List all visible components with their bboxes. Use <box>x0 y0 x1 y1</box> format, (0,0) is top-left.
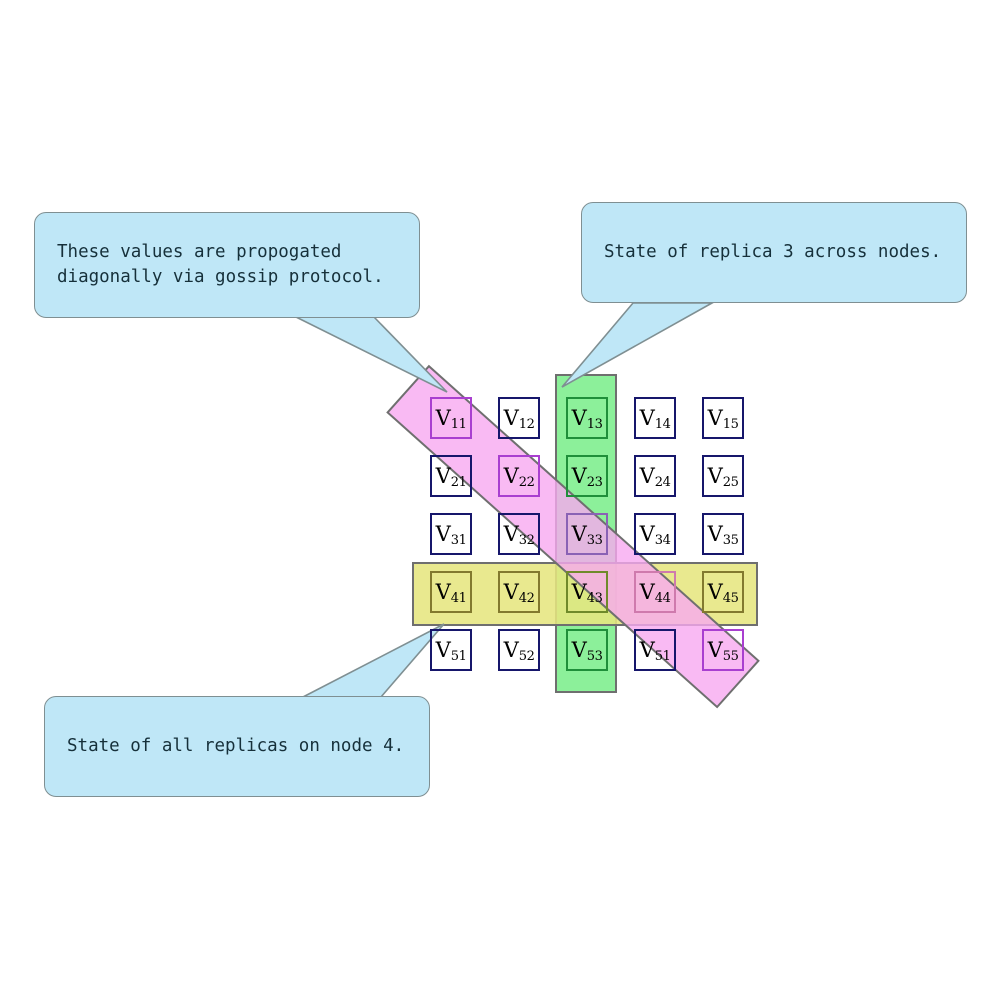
cell-v12[interactable]: V12 <box>498 397 540 439</box>
cell-v41[interactable]: V41 <box>430 571 472 613</box>
cell-v54[interactable]: V51 <box>634 629 676 671</box>
cell-v25[interactable]: V25 <box>702 455 744 497</box>
cell-v51[interactable]: V51 <box>430 629 472 671</box>
cell-v35[interactable]: V35 <box>702 513 744 555</box>
cell-label-v12: V12 <box>503 405 535 432</box>
cell-label-v35: V35 <box>707 521 739 548</box>
cell-v42[interactable]: V42 <box>498 571 540 613</box>
cell-label-v55: V55 <box>707 637 739 664</box>
callout-replica-3[interactable]: State of replica 3 across nodes. <box>581 202 967 303</box>
cell-label-v11: V11 <box>435 405 467 432</box>
replica-callout-tail <box>561 302 716 388</box>
cell-label-v51: V51 <box>435 637 467 664</box>
cell-v33[interactable]: V33 <box>566 513 608 555</box>
cell-label-v34: V34 <box>639 521 671 548</box>
callout-gossip-text: These values are propogated diagonally v… <box>57 242 384 287</box>
cell-label-v44: V44 <box>639 579 671 606</box>
cell-v43[interactable]: V43 <box>566 571 608 613</box>
cell-label-v52: V52 <box>503 637 535 664</box>
callout-node-4[interactable]: State of all replicas on node 4. <box>44 696 430 797</box>
cell-v44[interactable]: V44 <box>634 571 676 613</box>
cell-v21[interactable]: V21 <box>430 455 472 497</box>
cell-v14[interactable]: V14 <box>634 397 676 439</box>
cell-label-v33: V33 <box>571 521 603 548</box>
cell-v52[interactable]: V52 <box>498 629 540 671</box>
cell-label-v13: V13 <box>571 405 603 432</box>
callout-replica-text: State of replica 3 across nodes. <box>604 242 942 263</box>
cell-label-v24: V24 <box>639 463 671 490</box>
cell-v11[interactable]: V11 <box>430 397 472 439</box>
cell-v23[interactable]: V23 <box>566 455 608 497</box>
cell-label-v53: V53 <box>571 637 603 664</box>
cell-v53[interactable]: V53 <box>566 629 608 671</box>
cell-label-v22: V22 <box>503 463 535 490</box>
cell-v22[interactable]: V22 <box>498 455 540 497</box>
callout-node-text: State of all replicas on node 4. <box>67 736 405 757</box>
cell-label-v25: V25 <box>707 463 739 490</box>
cell-label-v14: V14 <box>639 405 671 432</box>
cell-label-v15: V15 <box>707 405 739 432</box>
cell-v13[interactable]: V13 <box>566 397 608 439</box>
cell-v24[interactable]: V24 <box>634 455 676 497</box>
cell-v45[interactable]: V45 <box>702 571 744 613</box>
cell-v15[interactable]: V15 <box>702 397 744 439</box>
cell-v34[interactable]: V34 <box>634 513 676 555</box>
cell-v32[interactable]: V32 <box>498 513 540 555</box>
cell-v55[interactable]: V55 <box>702 629 744 671</box>
cell-label-v31: V31 <box>435 521 467 548</box>
cell-label-v45: V45 <box>707 579 739 606</box>
node-callout-tail <box>302 623 445 698</box>
cell-label-v54: V51 <box>639 637 671 664</box>
gossip-callout-tail <box>295 316 448 393</box>
cell-v31[interactable]: V31 <box>430 513 472 555</box>
cell-label-v43: V43 <box>571 579 603 606</box>
callout-gossip-protocol[interactable]: These values are propogated diagonally v… <box>34 212 420 318</box>
cell-label-v32: V32 <box>503 521 535 548</box>
cell-label-v42: V42 <box>503 579 535 606</box>
cell-label-v23: V23 <box>571 463 603 490</box>
cell-label-v21: V21 <box>435 463 467 490</box>
cell-label-v41: V41 <box>435 579 467 606</box>
